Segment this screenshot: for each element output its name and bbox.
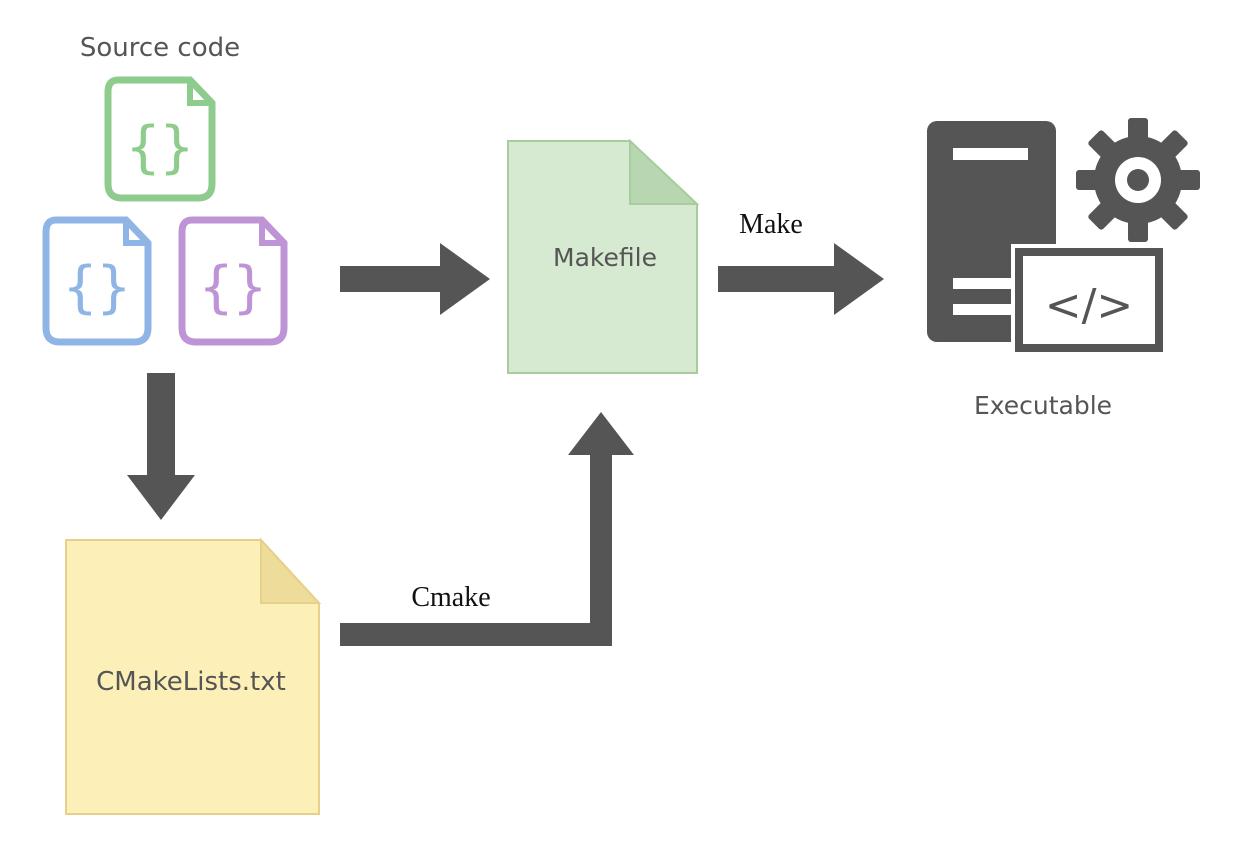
cmake-step-label: Cmake (411, 582, 490, 613)
brace-glyph: {} (126, 115, 193, 180)
source-file-purple: {} (178, 216, 288, 346)
brace-glyph: {} (63, 255, 130, 320)
source-file-green: {} (104, 76, 216, 202)
source-code-label: Source code (80, 33, 240, 63)
gear-icon (1076, 118, 1200, 242)
source-file-blue: {} (42, 216, 152, 346)
arrow-source-to-makefile (340, 243, 490, 315)
code-file-icon (42, 216, 152, 346)
make-step-label: Make (739, 209, 803, 240)
cmakelists-document: CMakeLists.txt (65, 537, 322, 815)
makefile-document: Makefile (507, 138, 700, 374)
executable-label: Executable (974, 391, 1112, 420)
code-tag-glyph: </> (1045, 280, 1134, 331)
arrow-source-to-cmakelists (127, 373, 195, 520)
makefile-label: Makefile (553, 243, 657, 272)
code-file-icon (104, 76, 216, 202)
code-file-icon (178, 216, 288, 346)
arrow-makefile-to-executable (718, 243, 884, 315)
cmakelists-label: CMakeLists.txt (96, 667, 286, 697)
executable-icon-group: </> (927, 118, 1200, 358)
brace-glyph: {} (199, 255, 266, 320)
code-window-icon: </> (1011, 244, 1171, 358)
arrow-cmakelists-to-makefile (340, 412, 634, 646)
